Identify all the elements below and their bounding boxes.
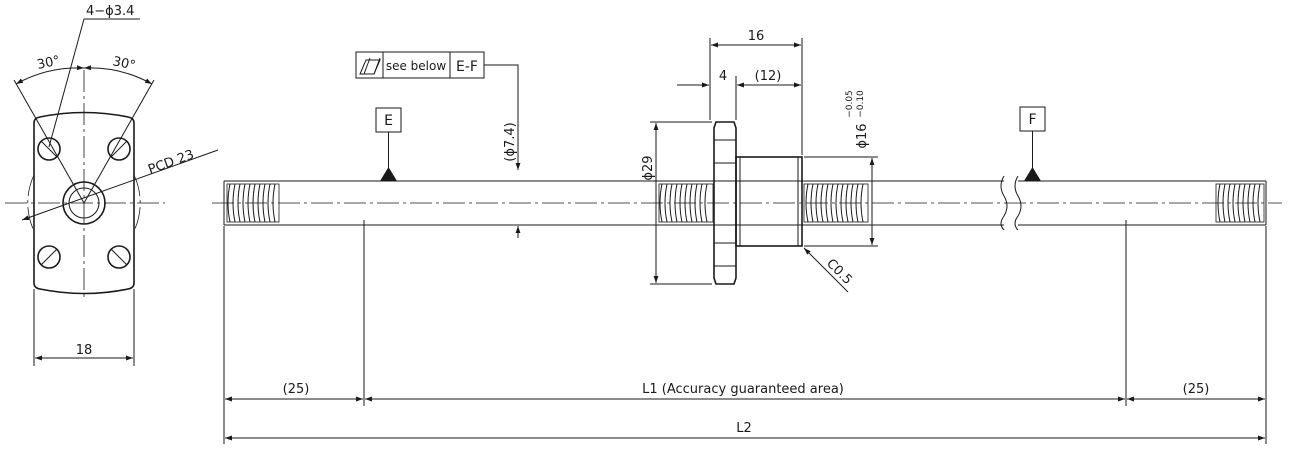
bore-outer: [62, 181, 106, 225]
end-left-label: (25): [283, 382, 310, 397]
break-line-right: [1014, 175, 1022, 231]
l1-label: L1 (Accuracy guaranteed area): [642, 382, 844, 397]
journal-dia-label: (ϕ7.4): [503, 122, 518, 161]
pcd-arc-right: [133, 174, 141, 232]
length-dims: (25) L1 (Accuracy guaranteed area) (25) …: [223, 220, 1267, 444]
angle-right-label: 30°: [111, 54, 137, 73]
runout-control-frame: see below E-F: [355, 51, 521, 170]
nut-tol-lower: −0.10: [856, 90, 866, 118]
body-len-label: (12): [755, 69, 782, 84]
datum-f: F: [1019, 106, 1046, 181]
datum-f-label: F: [1028, 112, 1036, 128]
thread-after-nut: [803, 183, 869, 223]
angle-arc-left: [15, 65, 85, 85]
datum-e-label: E: [384, 113, 393, 129]
l2-label: L2: [736, 421, 752, 436]
angle-ext-right: [83, 79, 155, 204]
thread-left-end: [226, 183, 280, 223]
journal-dia-dim: (ϕ7.4): [503, 122, 521, 238]
nut-length-dims: 16 4 (12): [677, 29, 803, 155]
nut-body: [735, 156, 803, 247]
hole-spec-label: 4−ϕ3.4: [86, 4, 134, 19]
flange-outline: [33, 111, 135, 295]
thread-under-flange: [658, 183, 714, 223]
angle-ext-left: [13, 79, 85, 204]
flange-dia-dim: ϕ29: [641, 121, 712, 285]
shaft-side-view: E F see below E-F: [212, 29, 1282, 444]
total-runout-icon: [359, 57, 381, 75]
angle-arc-right: [83, 65, 153, 85]
break-line-left: [1000, 175, 1008, 231]
chamfer-callout: C0.5: [803, 247, 855, 293]
width-label: 18: [76, 343, 93, 358]
pcd-leader: [21, 149, 219, 221]
datum-e: E: [375, 107, 402, 181]
nut-dia-dim: ϕ16 −0.05 −0.10: [804, 90, 878, 247]
end-right-label: (25): [1183, 382, 1210, 397]
nut-tol-upper: −0.05: [845, 90, 855, 118]
hole-leader: [48, 18, 85, 148]
mounting-holes: [37, 137, 131, 269]
thread-right-end: [1215, 183, 1265, 223]
flange-dia-label: ϕ29: [641, 155, 656, 180]
pcd-label: PCD 23: [146, 147, 196, 177]
runout-ref-label: E-F: [456, 59, 478, 75]
nut-dia-label: ϕ16: [855, 123, 870, 148]
flange-thk-label: 4: [719, 69, 727, 84]
nut-flange: [713, 121, 737, 285]
runout-leader: [484, 64, 521, 170]
pcd-arc-left: [27, 174, 35, 232]
angle-left-label: 30°: [36, 53, 62, 72]
nut-len-label: 16: [748, 29, 765, 44]
nut-end-view: 4−ϕ3.4 30° 30° PCD 23 18: [5, 4, 219, 366]
runout-note-label: see below: [386, 59, 447, 73]
